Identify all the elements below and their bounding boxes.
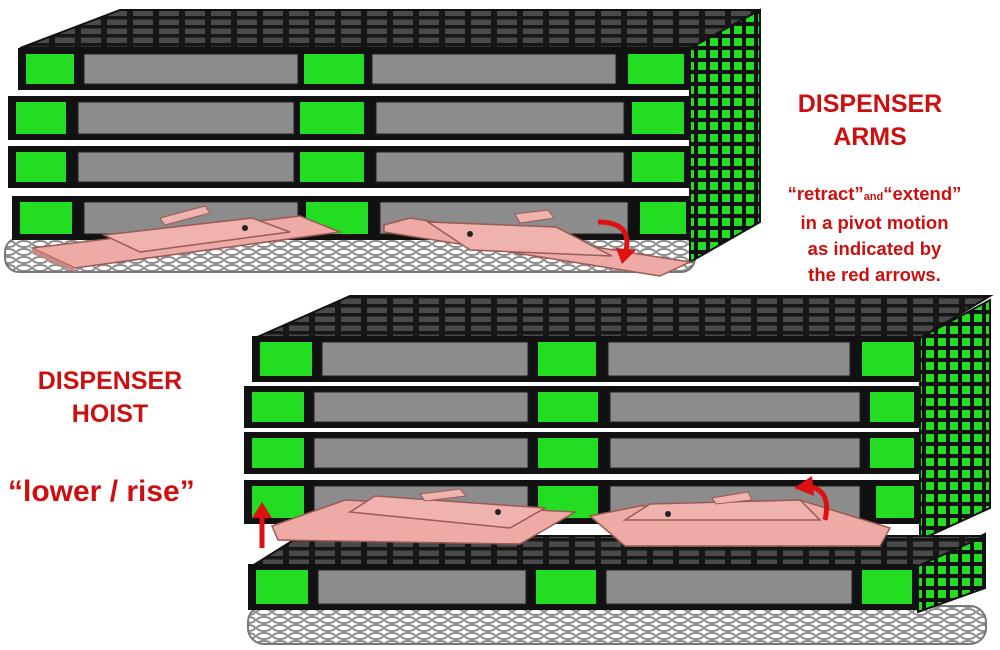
top-pallet-layer: [18, 48, 690, 90]
bottom-right-dispenser-arm: [588, 491, 892, 547]
hoist-up-arrow: [252, 502, 272, 548]
dispenser-hoist-title: DISPENSER HOIST: [10, 365, 210, 431]
top-pivot-arrow: [597, 219, 636, 264]
top-assembly: [4, 8, 761, 277]
top-left-dispenser-arm: [29, 205, 343, 272]
hoist-title-line1: DISPENSER: [37, 367, 183, 395]
hoist-action-label: “lower / rise”: [8, 475, 195, 508]
lower-pallet: [248, 564, 918, 610]
dispenser-arms-title: DISPENSER ARMS: [760, 88, 980, 154]
top-pallet-layer: [8, 146, 690, 188]
bottom-chain-conveyor: [247, 605, 987, 645]
and-connector: and: [863, 191, 884, 203]
dispenser-arms-description: “retract”and“extend” in a pivot motion a…: [752, 181, 997, 288]
bottom-pivot-arrow: [794, 476, 830, 521]
arms-title-line2: ARMS: [833, 123, 907, 151]
bottom-pallet-layer: [244, 432, 920, 474]
bottom-stack-top-grid: [254, 295, 994, 339]
bottom-left-dispenser-arm: [270, 488, 578, 545]
arms-desc-line1: “retract”and“extend”: [752, 181, 997, 210]
bottom-assembly: [244, 295, 994, 645]
arms-desc-line2: in a pivot motion: [800, 212, 949, 233]
hoist-title-line2: HOIST: [71, 400, 149, 428]
bottom-pallet-layer: [252, 336, 920, 382]
arms-title-line1: DISPENSER: [797, 90, 943, 118]
bottom-stack-side: [919, 298, 991, 542]
top-stack-top-grid: [19, 9, 761, 49]
top-pallet-layer: [8, 96, 690, 140]
arms-desc-line4: the red arrows.: [808, 264, 941, 285]
bottom-pallet-layer: [244, 386, 920, 428]
top-stack-side: [689, 8, 761, 264]
top-right-dispenser-arm: [383, 209, 693, 277]
arms-desc-line3: as indicated by: [807, 238, 942, 259]
retract-term: “retract”: [787, 183, 864, 204]
extend-term: “extend”: [883, 183, 962, 204]
